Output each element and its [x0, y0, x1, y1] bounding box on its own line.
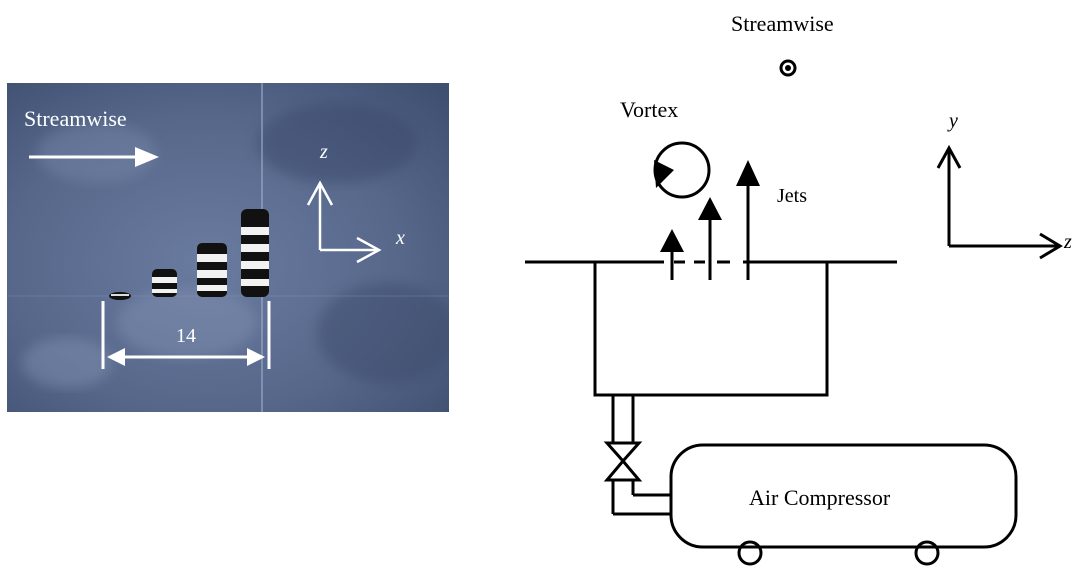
- photo-axis-x-label: x: [396, 227, 405, 249]
- compressor-wheel-right: [914, 540, 940, 566]
- jet-mark-3: [197, 243, 227, 297]
- photo-axis-z-label: z: [320, 141, 328, 163]
- flow-visualization-photo: Streamwise z x 14: [7, 83, 457, 412]
- schematic-graphic: [525, 59, 1063, 566]
- dimension-label: 14: [176, 325, 196, 347]
- photo-streamwise-label: Streamwise: [24, 106, 127, 131]
- jet-arrowhead-2: [698, 197, 722, 220]
- jet-mark-4: [241, 209, 269, 297]
- jet-arrowhead-3: [736, 160, 760, 186]
- jet-marks: [109, 209, 269, 300]
- plenum-chamber: [593, 262, 829, 397]
- schematic-axis-y-label: y: [949, 110, 958, 132]
- air-compressor-body: [669, 443, 1018, 549]
- schematic-streamwise-label: Streamwise: [731, 11, 834, 36]
- photo-graphic: [7, 83, 457, 412]
- valve-symbol: [603, 441, 643, 482]
- jet-arrowhead-1: [660, 229, 684, 252]
- vortex-label: Vortex: [620, 97, 679, 122]
- jet-mark-2: [152, 269, 177, 297]
- photo-axes: [306, 180, 382, 264]
- compressor-wheel-left: [737, 540, 763, 566]
- air-compressor-label: Air Compressor: [749, 485, 891, 510]
- jet-mark-1: [109, 292, 131, 300]
- vortex-arrowhead: [654, 160, 674, 188]
- apparatus-schematic: Streamwise Vortex Jets y z Air Compresso…: [460, 0, 1079, 567]
- streamwise-arrow: [29, 147, 159, 167]
- out-of-page-symbol: [779, 59, 797, 77]
- dimension-marker: [101, 301, 271, 369]
- schematic-axis-z-label: z: [1064, 231, 1072, 253]
- jets-label: Jets: [777, 185, 807, 207]
